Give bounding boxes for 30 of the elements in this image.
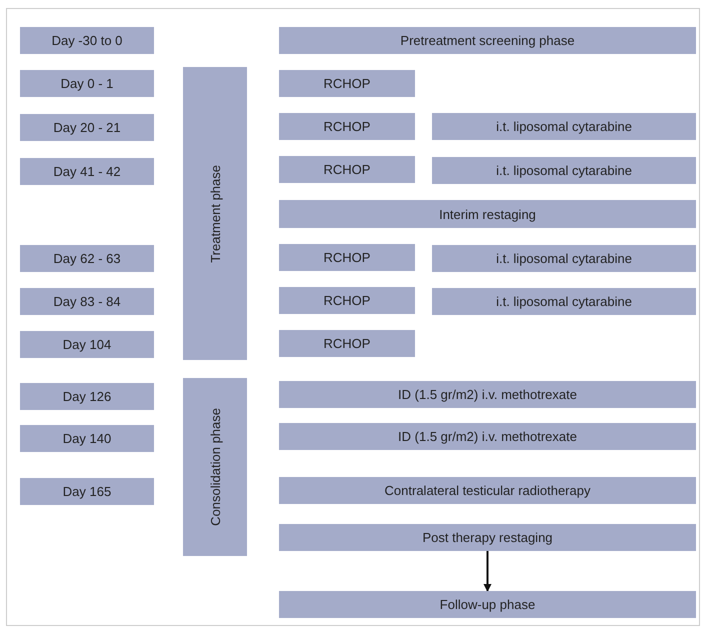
treatment-box: i.t. liposomal cytarabine <box>432 288 696 315</box>
treatment-box: Contralateral testicular radiotherapy <box>279 477 696 504</box>
treatment-box: RCHOP <box>279 113 415 140</box>
treatment-box: ID (1.5 gr/m2) i.v. methotrexate <box>279 423 696 450</box>
day-box: Day -30 to 0 <box>20 27 154 54</box>
day-box: Day 126 <box>20 383 154 410</box>
day-box: Day 0 - 1 <box>20 70 154 97</box>
treatment-box: RCHOP <box>279 330 415 357</box>
treatment-box: RCHOP <box>279 244 415 271</box>
treatment-box: i.t. liposomal cytarabine <box>432 245 696 272</box>
day-box: Day 165 <box>20 478 154 505</box>
phase-band: Consolidation phase <box>183 378 247 556</box>
phase-band: Treatment phase <box>183 67 247 360</box>
day-box: Day 20 - 21 <box>20 114 154 141</box>
phase-box: Post therapy restaging <box>279 524 696 551</box>
phase-box: Follow-up phase <box>279 591 696 618</box>
day-box: Day 62 - 63 <box>20 245 154 272</box>
phase-box: Interim restaging <box>279 200 696 228</box>
phase-box: Pretreatment screening phase <box>279 27 696 54</box>
day-box: Day 104 <box>20 331 154 358</box>
arrow <box>484 551 492 592</box>
day-box: Day 83 - 84 <box>20 288 154 315</box>
day-box: Day 140 <box>20 425 154 452</box>
treatment-box: i.t. liposomal cytarabine <box>432 113 696 140</box>
treatment-box: ID (1.5 gr/m2) i.v. methotrexate <box>279 381 696 408</box>
treatment-box: RCHOP <box>279 156 415 183</box>
day-box: Day 41 - 42 <box>20 158 154 185</box>
treatment-box: RCHOP <box>279 70 415 97</box>
treatment-box: RCHOP <box>279 287 415 314</box>
treatment-box: i.t. liposomal cytarabine <box>432 157 696 184</box>
